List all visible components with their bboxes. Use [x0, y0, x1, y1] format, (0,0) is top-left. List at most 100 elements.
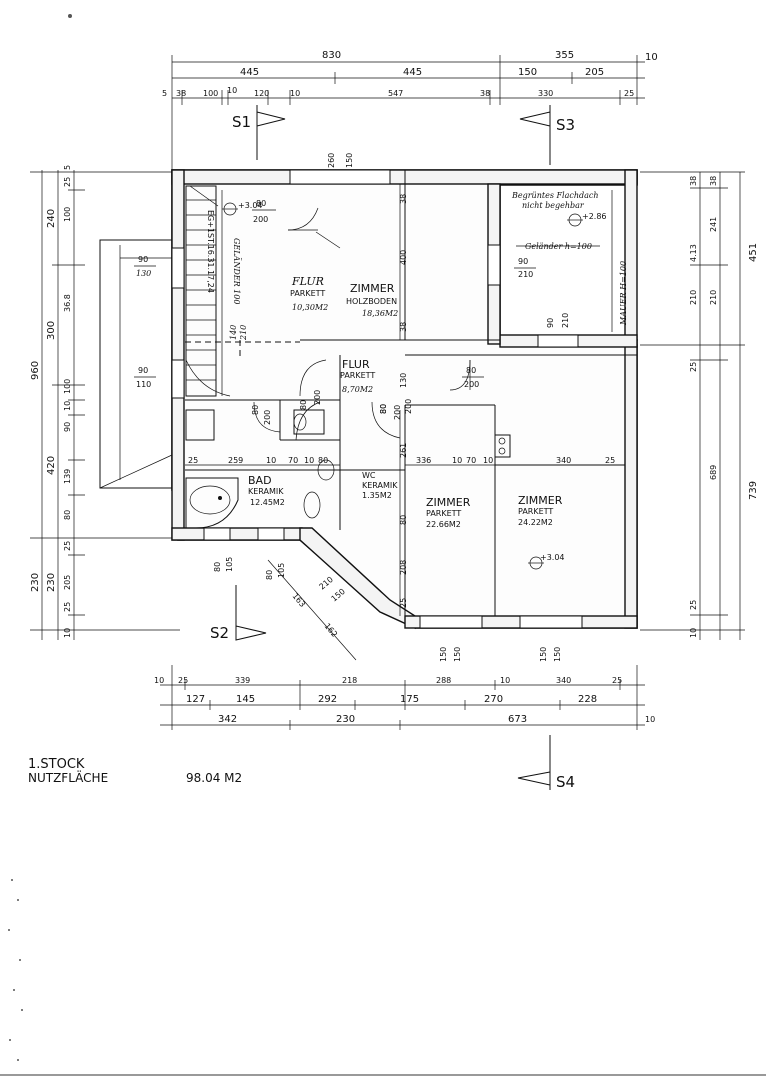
- room-zimmer-right-area: 24.22M2: [518, 518, 553, 527]
- room-zimmer-mid-floor: PARKETT: [426, 509, 461, 518]
- dim-top-38-b: 38: [480, 89, 490, 98]
- dim-bottom-127: 127: [186, 694, 205, 705]
- opening-w2-height: 110: [136, 380, 151, 389]
- dim-top-330: 330: [538, 89, 553, 98]
- dim-top-445-b: 445: [403, 67, 422, 78]
- dim-bottom-673: 673: [508, 714, 527, 725]
- dim-top-445-a: 445: [240, 67, 259, 78]
- opening-w11-width: 80: [265, 570, 274, 580]
- opening-w3-height: 200: [253, 215, 268, 224]
- inner-v-38b: 38: [399, 322, 408, 332]
- dim-left-230-mid: 230: [46, 573, 57, 592]
- inner-diag-150: 150: [330, 587, 347, 604]
- wall-note: MAUER H=100: [619, 261, 628, 326]
- room-zimmer-right-name: ZIMMER: [518, 494, 563, 507]
- level-marker-3: +3.04: [540, 553, 565, 562]
- room-bad-area: 12.45M2: [250, 498, 285, 507]
- inner-mid-70: 70: [466, 456, 476, 465]
- stair-label: EG+1ST.16.31.17,24: [206, 210, 215, 293]
- opening-w14-height: 200: [313, 390, 322, 405]
- opening-w8-height: 200: [263, 410, 272, 425]
- opening-w9-height: 200: [393, 405, 402, 420]
- opening-w5-width: 90: [518, 257, 528, 266]
- room-wc-floor: KERAMIK: [362, 481, 398, 490]
- dim-left-240: 240: [46, 209, 57, 228]
- right-dimension-chains: 451 739 38 241 210 689 38 4.13 210 25 25…: [640, 171, 759, 640]
- opening-w3-width: 80: [256, 199, 266, 208]
- dim-top-10-b: 10: [290, 89, 300, 98]
- dim-bottom-218: 218: [342, 676, 357, 685]
- inner-v-261: 261: [399, 443, 408, 458]
- inner-bad-259: 259: [228, 456, 243, 465]
- left-balcony: [99, 239, 173, 489]
- inner-v-130: 130: [399, 373, 408, 388]
- dim-right-38-b: 38: [689, 176, 698, 186]
- roof-note-2: nicht begehbar: [522, 201, 585, 210]
- dim-top-150: 150: [518, 67, 537, 78]
- dim-bottom-10-b: 10: [500, 676, 510, 685]
- inner-mid-336: 336: [416, 456, 431, 465]
- opening-w15-height: 210: [239, 325, 248, 341]
- opening-w8-width: 80: [251, 405, 260, 415]
- dim-left-5: 5: [63, 165, 72, 170]
- opening-w12-width: 150: [439, 647, 448, 662]
- inner-mid-25: 25: [605, 456, 615, 465]
- inner-v-400: 400: [399, 250, 408, 265]
- inner-v-80b: 80: [379, 404, 388, 414]
- stair-railing-label: GELÄNDER 100: [232, 238, 241, 304]
- opening-w4-height: 150: [345, 153, 354, 168]
- dim-left-25-b: 25: [63, 541, 72, 551]
- level-marker-1: +3.04: [238, 201, 263, 210]
- dim-top-38-a: 38: [176, 89, 186, 98]
- inner-dimensions: 25 259 10 70 10 80 336 10 70 10 340 25 2…: [185, 184, 625, 661]
- opening-w7-height: 200: [464, 380, 479, 389]
- opening-dimensions: 90 130 90 110 80 200 260 150 90 210 90 2…: [134, 153, 570, 662]
- scan-noise: [0, 14, 766, 1076]
- room-wc-name: WC: [362, 471, 376, 480]
- room-zimmer-right-floor: PARKETT: [518, 507, 553, 516]
- railing-note: Geländer h=100: [525, 242, 592, 251]
- dim-top-25: 25: [624, 89, 634, 98]
- room-zimmer-mid-area: 22.66M2: [426, 520, 461, 529]
- floor-title: 1.STOCK: [28, 757, 85, 772]
- dim-top-100: 100: [203, 89, 218, 98]
- fixtures: [185, 409, 511, 529]
- dim-right-210-b: 210: [689, 290, 698, 305]
- inner-v-80: 80: [399, 515, 408, 525]
- dim-bottom-288: 288: [436, 676, 451, 685]
- dim-top-10-a: 10: [227, 86, 237, 95]
- opening-w13-width: 150: [539, 647, 548, 662]
- room-wc-area: 1.35M2: [362, 491, 392, 500]
- dim-right-38-a: 38: [709, 176, 718, 186]
- room-flur-upper-floor: PARKETT: [290, 289, 325, 298]
- inner-diag-163: 163: [290, 592, 307, 609]
- opening-w10-height: 105: [225, 557, 234, 572]
- area-value: 98.04 M2: [186, 771, 242, 785]
- inner-mid-10b: 10: [483, 456, 493, 465]
- section-s2: S2: [210, 624, 229, 642]
- dim-left-100-a: 100: [63, 207, 72, 222]
- dim-bottom-340: 340: [556, 676, 571, 685]
- section-markers: S1 S3 S2 S4: [210, 105, 575, 791]
- inner-bad-10: 10: [266, 456, 276, 465]
- inner-diag-162: 162: [322, 622, 339, 639]
- dim-right-739: 739: [748, 481, 759, 500]
- dim-left-139: 139: [63, 469, 72, 484]
- walls: [171, 169, 638, 630]
- dim-left-80: 80: [63, 510, 72, 520]
- room-zimmer-holz-floor: HOLZBODEN: [346, 297, 397, 306]
- inner-mid-10: 10: [452, 456, 462, 465]
- staircase: EG+1ST.16.31.17,24 GELÄNDER 100: [185, 185, 241, 397]
- dim-top-120: 120: [254, 89, 269, 98]
- inner-v-200: 200: [404, 399, 413, 414]
- dim-left-10: 10: [63, 401, 72, 411]
- room-flur-upper-area: 10,30M2: [292, 303, 328, 312]
- opening-w1-height: 130: [136, 269, 151, 278]
- dim-left-10-b: 10: [63, 628, 72, 638]
- dim-bottom-10-c: 10: [645, 715, 655, 724]
- dim-bottom-292: 292: [318, 694, 337, 705]
- opening-w5-height: 210: [518, 270, 533, 279]
- dim-top-547: 547: [388, 89, 403, 98]
- dim-right-689: 689: [709, 465, 718, 480]
- dim-left-300: 300: [46, 321, 57, 340]
